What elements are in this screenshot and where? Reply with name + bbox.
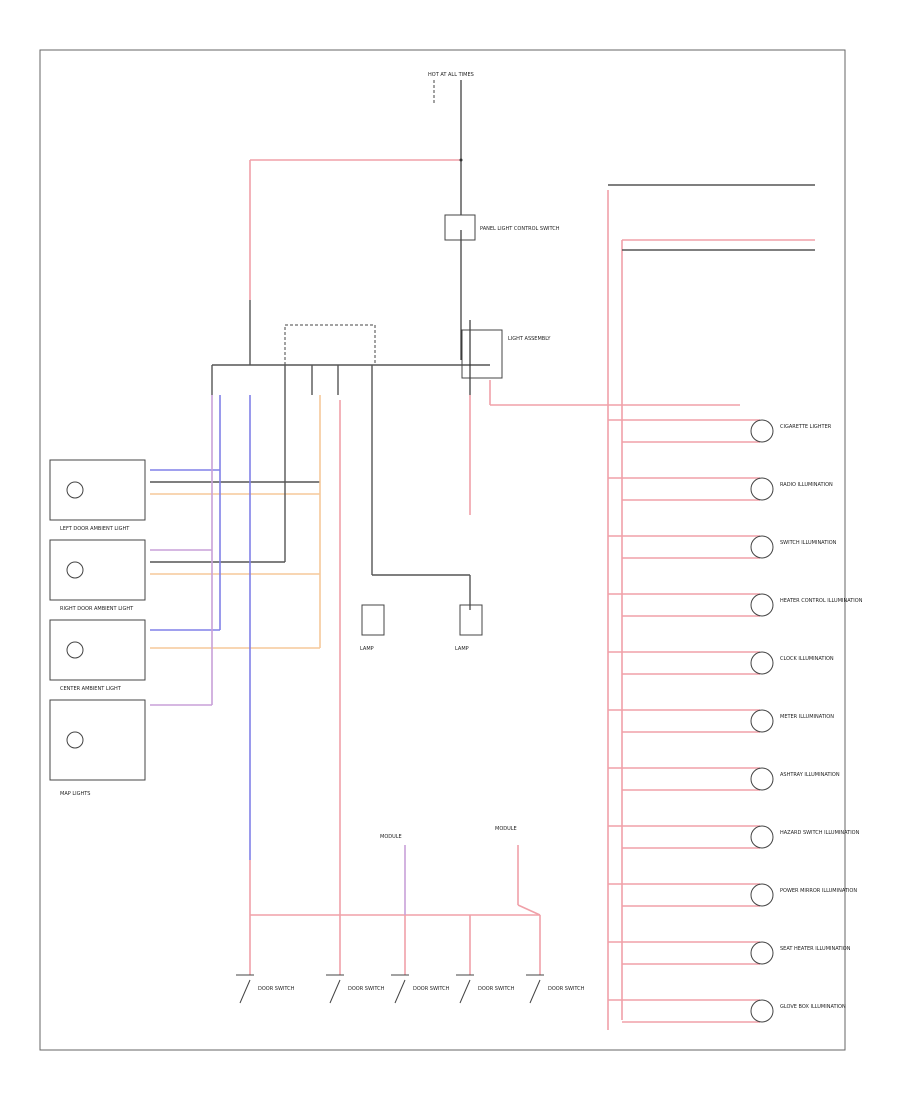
bulb-icon: [750, 941, 774, 965]
switch-icon: [391, 974, 409, 1004]
door-switch: DOOR SWITCH: [456, 974, 515, 1004]
right-component-label: RADIO ILLUMINATION: [780, 482, 833, 488]
map-lights-label: MAP LIGHTS: [60, 791, 90, 797]
center-ambient-light: CENTER AMBIENT LIGHT: [49, 619, 146, 692]
door-switch: DOOR SWITCH: [326, 974, 385, 1004]
lamp-b: LAMP: [455, 604, 483, 652]
bulb-icon: [750, 419, 774, 443]
bulb-icon: [750, 709, 774, 733]
switch-icon: [326, 974, 344, 1004]
right-door-ambient-light: RIGHT DOOR AMBIENT LIGHT: [49, 539, 146, 612]
right-component-label: CIGARETTE LIGHTER: [780, 424, 832, 430]
panel-light-control-label: PANEL LIGHT CONTROL SWITCH: [480, 226, 560, 232]
door-switch-label: DOOR SWITCH: [413, 986, 450, 992]
switch-icon: [526, 974, 544, 1004]
bulb-icon: [750, 651, 774, 675]
lamp-b-label: LAMP: [455, 646, 469, 652]
lamp-a: LAMP: [360, 395, 471, 652]
bulb-icon: [750, 883, 774, 907]
left-door-ambient-light: LEFT DOOR AMBIENT LIGHT: [49, 459, 146, 532]
right-component-label: ASHTRAY ILLUMINATION: [780, 772, 840, 778]
right-component-label: HEATER CONTROL ILLUMINATION: [780, 598, 863, 604]
red-feed-right: [469, 184, 815, 1030]
main-feed: HOT AT ALL TIMES PANEL LIGHT CONTROL SWI…: [249, 72, 560, 360]
right-component: POWER MIRROR ILLUMINATION: [608, 883, 857, 907]
right-component-label: HAZARD SWITCH ILLUMINATION: [780, 830, 860, 836]
right-component: HAZARD SWITCH ILLUMINATION: [608, 825, 860, 849]
door-switch-label: DOOR SWITCH: [258, 986, 295, 992]
right-component: CLOCK ILLUMINATION: [608, 651, 834, 675]
diagram-frame: [39, 49, 846, 1051]
door-switch-label: DOOR SWITCH: [348, 986, 385, 992]
right-component-label: CLOCK ILLUMINATION: [780, 656, 834, 662]
light-assembly-label: LIGHT ASSEMBLY: [508, 336, 551, 342]
right-component: SWITCH ILLUMINATION: [608, 535, 837, 559]
right-component: RADIO ILLUMINATION: [608, 477, 833, 501]
switch-icon: [236, 974, 254, 1004]
right-component-label: METER ILLUMINATION: [780, 714, 834, 720]
lamp-a-label: LAMP: [360, 646, 374, 652]
bottom-bus: MODULE MODULE: [249, 400, 541, 975]
right-component: CIGARETTE LIGHTER: [608, 419, 832, 443]
right-component-label: SEAT HEATER ILLUMINATION: [780, 946, 851, 952]
right-component-label: POWER MIRROR ILLUMINATION: [780, 888, 857, 894]
switch-cluster: LIGHT ASSEMBLY: [211, 300, 551, 395]
bulb-icon: [750, 999, 774, 1023]
left-wiring: [150, 395, 321, 860]
right-component: GLOVE BOX ILLUMINATION: [608, 999, 846, 1023]
bottom-door-switches: DOOR SWITCH DOOR SWITCH DOOR SWITCH DOOR SW…: [236, 974, 585, 1004]
bulb-icon: [750, 477, 774, 501]
right-component: METER ILLUMINATION: [608, 709, 834, 733]
door-switch: DOOR SWITCH: [236, 974, 295, 1004]
bulb-icon: [750, 593, 774, 617]
right-component-label: SWITCH ILLUMINATION: [780, 540, 837, 546]
door-switch-label: DOOR SWITCH: [548, 986, 585, 992]
center-ambient-label: CENTER AMBIENT LIGHT: [60, 686, 122, 692]
door-switch-label: DOOR SWITCH: [478, 986, 515, 992]
right-component: HEATER CONTROL ILLUMINATION: [608, 593, 863, 617]
hot-at-all-times-label: HOT AT ALL TIMES: [428, 72, 474, 78]
left-door-ambient-label: LEFT DOOR AMBIENT LIGHT: [60, 526, 130, 532]
bulb-icon: [750, 535, 774, 559]
door-switch: DOOR SWITCH: [391, 974, 450, 1004]
bulb-icon: [750, 825, 774, 849]
door-switch: DOOR SWITCH: [526, 974, 585, 1004]
right-door-ambient-label: RIGHT DOOR AMBIENT LIGHT: [60, 606, 134, 612]
right-component: SEAT HEATER ILLUMINATION: [608, 941, 851, 965]
map-lights: MAP LIGHTS: [49, 699, 146, 797]
module-a-label: MODULE: [380, 834, 402, 840]
right-component-stack: CIGARETTE LIGHTER RADIO ILLUMINATION SWITC…: [608, 419, 863, 1023]
right-component-label: GLOVE BOX ILLUMINATION: [780, 1004, 846, 1010]
switch-icon: [456, 974, 474, 1004]
right-component: ASHTRAY ILLUMINATION: [608, 767, 840, 791]
bulb-icon: [750, 767, 774, 791]
module-b-label: MODULE: [495, 826, 517, 832]
